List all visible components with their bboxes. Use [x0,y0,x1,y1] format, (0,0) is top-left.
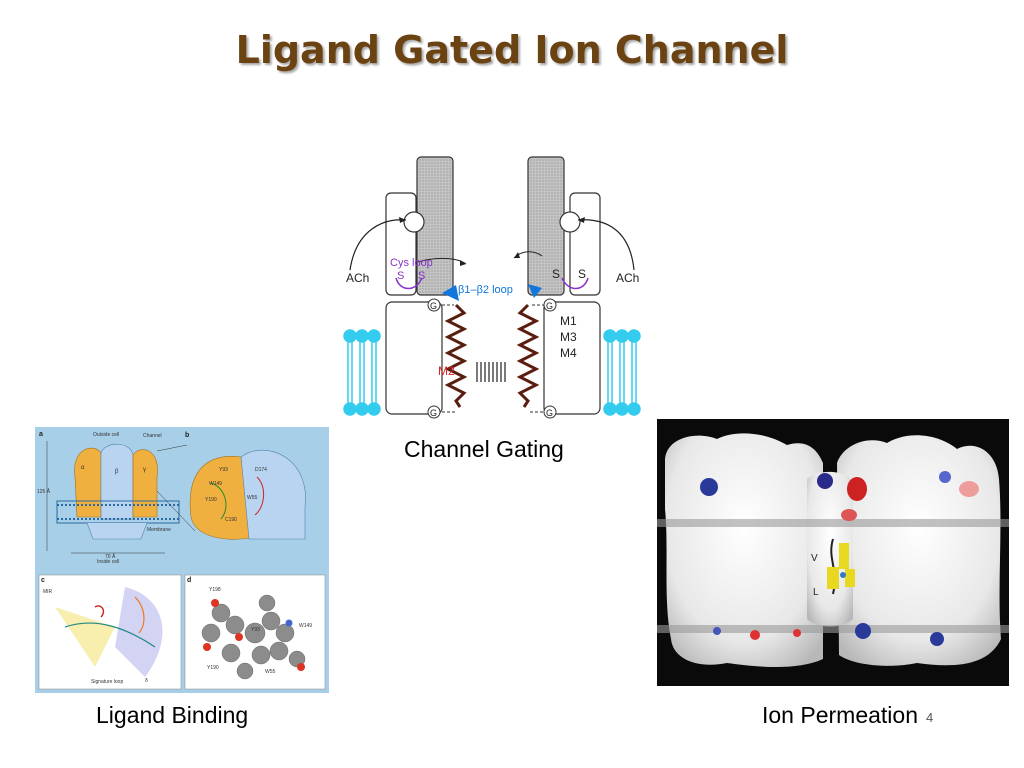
y190-label: Y190 [205,497,217,503]
width-label: 70 Å [105,553,116,560]
channel-gate [476,362,506,382]
l-label: L [813,587,819,598]
s-label-4: S [578,267,586,281]
g-label-2: G [430,408,437,418]
y93-label-d: Y93 [251,627,260,633]
panel-c-label: c [41,577,45,584]
channel-label: Channel [143,433,162,439]
beta-label: β [115,469,119,475]
page-number: 4 [926,710,934,725]
g-label-1: G [430,301,437,311]
panel-d-label: d [187,577,191,584]
y93-label: Y93 [219,467,228,473]
delta-label: δ [145,678,148,684]
channel-gating-diagram: ACh ACh Cys loop S S S S β1–β2 loop G G … [343,156,641,419]
d174-label: D174 [255,467,267,473]
gamma-label: γ [143,467,146,473]
ligand-binding-figure: a Outside cell Channel α β γ Membrane In… [35,427,329,693]
beta-loop-label: β1–β2 loop [458,284,513,296]
w55-label: W55 [247,495,258,501]
w149-label-d: W149 [299,623,312,629]
signature-loop-label: Signature loop [91,679,123,685]
c190-label: C190 [225,517,237,523]
m3-label: M3 [560,330,577,344]
w55-label-d: W55 [265,669,276,675]
ion-permeation-caption: Ion Permeation [762,702,918,728]
panel-a: a Outside cell Channel α β γ Membrane In… [37,431,180,565]
ach-label-left: ACh [346,271,369,285]
ach-label-right: ACh [616,271,639,285]
left-subunit [349,156,468,419]
channel-gating-caption: Channel Gating [404,436,564,462]
inside-cell-label: Inside cell [97,559,119,565]
g-label-3: G [546,301,553,311]
height-label: 125 Å [37,488,51,495]
ion-permeation-figure: V L [657,419,1009,686]
outside-cell-label: Outside cell [93,432,119,438]
panel-a-label: a [39,431,43,438]
panel-d: d Y198 Y93 W149 Y190 W55 [184,574,326,690]
m1-label: M1 [560,314,577,328]
membrane-label: Membrane [147,527,171,533]
panel-c: c MIR δ Signature loop [38,574,182,690]
membrane-lipids-right [603,329,641,416]
charge-patches [700,471,979,646]
panel-b: b Y93 W149 D174 Y190 W55 C190 [156,432,327,569]
mir-label: MIR [43,589,53,595]
right-subunit [513,156,635,419]
y190-label-d: Y190 [207,665,219,671]
alpha-label: α [81,465,85,471]
v-label: V [811,553,818,564]
membrane-lipids-left [343,329,381,416]
slide-title: Ligand Gated Ion Channel [235,28,789,72]
s-label-2: S [418,270,425,282]
s-label-3: S [552,267,560,281]
panel-b-label: b [185,432,189,439]
ligand-binding-caption: Ligand Binding [96,702,249,728]
s-label-1: S [397,270,404,282]
m4-label: M4 [560,346,577,360]
y198-label: Y198 [209,587,221,593]
cys-loop-label: Cys loop [390,257,433,269]
pore-residues [827,538,855,595]
protein-surface [665,433,1001,667]
m2-label: M2 [438,364,455,378]
w149-label: W149 [209,481,222,487]
membrane-boundaries [657,519,1009,633]
g-label-4: G [546,408,553,418]
